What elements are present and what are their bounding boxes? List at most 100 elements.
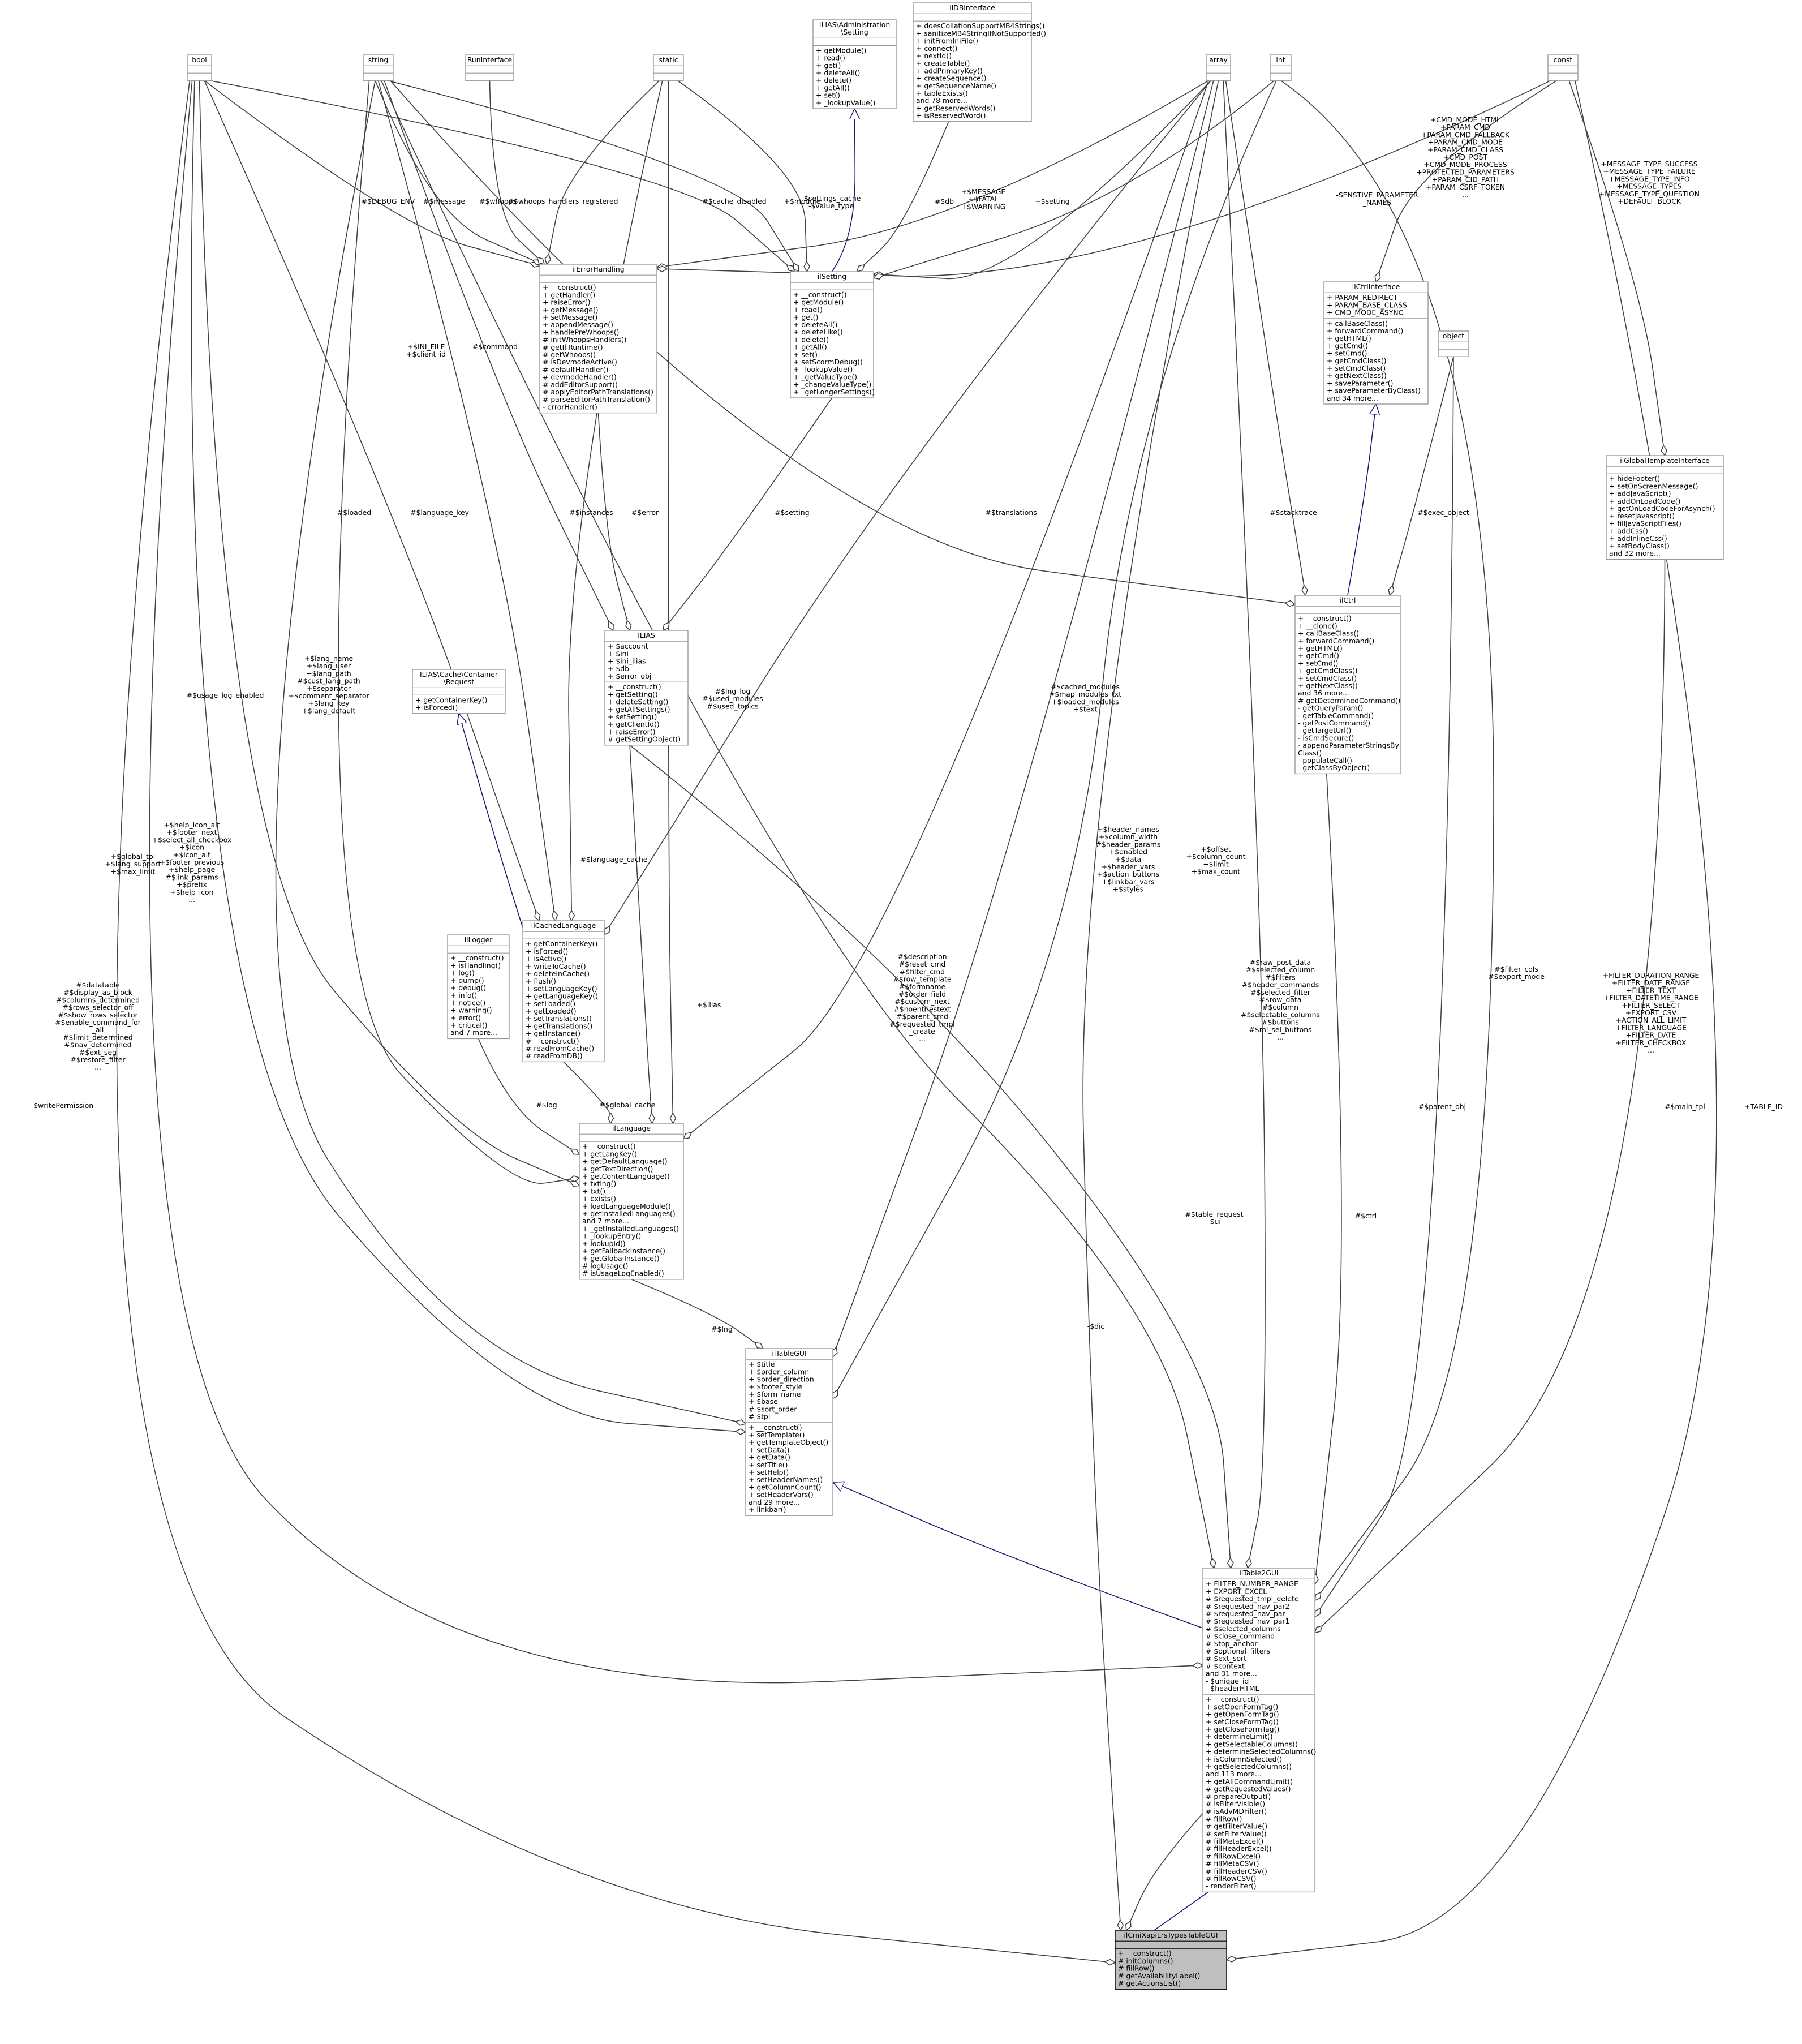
class-box <box>447 934 510 1040</box>
class-node-bool[interactable]: bool <box>187 54 212 81</box>
class-node-errh[interactable]: ilErrorHandling+ __construct()+ getHandl… <box>539 264 657 414</box>
edge-string-ilctrl <box>390 80 1295 604</box>
edge-label-line: #$lng_log <box>715 687 751 695</box>
class-method: + sanitizeMB4StringIfNotSupported() <box>916 29 1046 37</box>
edge-ilsetting-ilias <box>663 397 833 630</box>
edge-label-line: +$lang_support <box>105 860 161 868</box>
class-box <box>745 1348 833 1516</box>
edge-label-globalcache: #$global_cache <box>600 1101 656 1109</box>
class-title: int <box>1276 55 1285 64</box>
class-method: # addEditorSupport() <box>543 380 618 389</box>
class-method: + setCloseFormTag() <box>1206 1717 1279 1726</box>
class-box <box>1323 281 1429 405</box>
edge-label-line: #$reset_cmd <box>899 960 946 968</box>
edge-label-ilias: +$ilias <box>697 1000 721 1009</box>
edge-label-line: #$noentriestext <box>893 1004 951 1013</box>
edge-string-cachedlang <box>377 80 556 921</box>
class-node-logger[interactable]: ilLogger+ __construct()+ isHandling()+ l… <box>447 934 510 1040</box>
edge-label-line: +$action_buttons <box>1097 870 1159 878</box>
class-attribute: # $tpl <box>749 1412 770 1421</box>
edge-string-ilsetting <box>387 80 798 272</box>
class-box <box>412 669 506 714</box>
class-method: + _lookupValue() <box>816 98 875 107</box>
class-attribute: # $requested_nav_par1 <box>1206 1617 1289 1625</box>
class-method: + saveParameter() <box>1327 379 1393 387</box>
class-node-string[interactable]: string <box>363 54 394 81</box>
class-method: + critical() <box>450 1021 488 1029</box>
class-method: + setCmdClass() <box>1298 674 1357 682</box>
class-method: + getCmd() <box>1298 651 1339 660</box>
class-method: + info() <box>450 991 477 999</box>
class-method: + dump() <box>450 976 484 985</box>
class-method: + deleteAll() <box>793 320 837 329</box>
edge-label-line: #$header_params <box>1096 840 1161 848</box>
class-node-main[interactable]: ilCmiXapiLrsTypesTableGUI+ __construct()… <box>1115 1930 1227 1990</box>
class-method: + getAllSettings() <box>608 705 670 714</box>
class-method: + determineLimit() <box>1206 1732 1273 1741</box>
edge-label-line: +FILTER_DATE <box>1626 1031 1676 1040</box>
class-node-ilsetting[interactable]: ilSetting+ __construct()+ getModule()+ r… <box>790 271 875 398</box>
class-method: + connect() <box>916 44 957 53</box>
class-attribute: + $ini <box>608 649 629 658</box>
class-node-ctrlif[interactable]: ilCtrlInterface+ PARAM_REDIRECT+ PARAM_B… <box>1323 281 1429 405</box>
class-method: + _changeValueType() <box>793 380 871 389</box>
class-node-cachedlang[interactable]: ilCachedLanguage+ getContainerKey()+ isF… <box>522 920 605 1063</box>
edge-label-line: +$footer_next <box>166 828 217 836</box>
class-box <box>579 1123 684 1280</box>
edge-label-line: #$translations <box>985 508 1037 517</box>
class-method: + deleteAll() <box>816 68 860 77</box>
edge-label-line: +$column_width <box>1099 832 1158 841</box>
class-method: + getCloseFormTag() <box>1206 1725 1279 1733</box>
class-node-table2[interactable]: ilTable2GUI+ FILTER_NUMBER_RANGE+ EXPORT… <box>1202 1568 1316 1893</box>
class-node-int[interactable]: int <box>1270 54 1292 81</box>
class-method: + flush() <box>526 977 556 985</box>
edge-label-line: #$usage_log_enabled <box>187 691 264 699</box>
edge-array-main <box>1082 80 1219 1930</box>
edge-int-tablegui <box>833 80 1277 1398</box>
class-node-array[interactable]: array <box>1206 54 1231 81</box>
class-node-ilias[interactable]: ILIAS+ $account+ $ini+ $ini_ilias+ $db+ … <box>604 630 689 746</box>
class-method: # fillRow() <box>1118 1964 1154 1973</box>
class-method: # getAvailabilityLabel() <box>1118 1972 1200 1980</box>
edge-label-line: -$ui <box>1207 1217 1221 1226</box>
edge-label-line: +CMD_POST <box>1443 153 1488 161</box>
class-node-gtpl[interactable]: ilGlobalTemplateInterface+ hideFooter()+… <box>1606 455 1724 560</box>
class-node-static[interactable]: static <box>653 54 684 81</box>
class-node-run[interactable]: RunInterface <box>465 54 514 81</box>
edge-label-line: +$data <box>1115 855 1141 864</box>
class-node-lang[interactable]: ilLanguage+ __construct()+ getLangKey()+… <box>579 1123 684 1280</box>
edge-label-line: #$custom_next <box>894 997 950 1006</box>
class-method: + getGlobalInstance() <box>582 1254 660 1263</box>
edge-label-line: #$used_topics <box>707 702 758 710</box>
class-node-ilctrl[interactable]: ilCtrl+ __construct()+ __clone()+ callBa… <box>1294 595 1401 775</box>
edge-string-tablegui <box>275 80 746 1424</box>
edge-label-line: #$ctrl <box>1355 1212 1377 1220</box>
class-method: + getHTML() <box>1327 334 1371 342</box>
class-method: + deleteLike() <box>793 328 843 336</box>
edge-label-line: #$error <box>631 508 659 517</box>
class-node-request[interactable]: ILIAS\Cache\Container\Request+ getContai… <box>412 669 506 714</box>
class-method: + getInstance() <box>526 1029 580 1038</box>
edge-label-line: +FILTER_DURATION_RANGE <box>1603 971 1700 980</box>
class-node-object[interactable]: object <box>1438 330 1469 357</box>
class-method: - getTargetUrl() <box>1298 726 1351 735</box>
class-method: + __construct() <box>1206 1695 1259 1703</box>
edge-array-cachedlang <box>604 80 1212 935</box>
class-node-const[interactable]: const <box>1547 54 1579 81</box>
class-method: + _getValueType() <box>793 372 857 381</box>
class-method: + forwardCommand() <box>1298 637 1374 645</box>
edge-label-line: -$settings_cache <box>802 194 861 203</box>
class-box <box>604 630 689 746</box>
class-method: + set() <box>816 91 840 100</box>
class-attribute: + $title <box>749 1360 775 1368</box>
class-node-adminSetting[interactable]: ILIAS\Administration\Setting+ getModule(… <box>812 19 897 109</box>
edge-label-line: #$formname <box>899 982 945 991</box>
class-node-dbi[interactable]: ilDBInterface+ doesCollationSupportMB4St… <box>913 2 1046 122</box>
class-method: + setTemplate() <box>749 1431 805 1439</box>
edge-label-line: +$WARNING <box>961 202 1006 211</box>
edge-label-lnglog: #$lng_log#$used_modules#$used_topics <box>702 687 763 710</box>
class-node-tablegui[interactable]: ilTableGUI+ $title+ $order_column+ $orde… <box>745 1348 833 1516</box>
class-method: + getInstalledLanguages() <box>582 1209 676 1218</box>
class-method: # isFilterVisible() <box>1206 1800 1265 1808</box>
class-method: + createTable() <box>916 59 970 67</box>
